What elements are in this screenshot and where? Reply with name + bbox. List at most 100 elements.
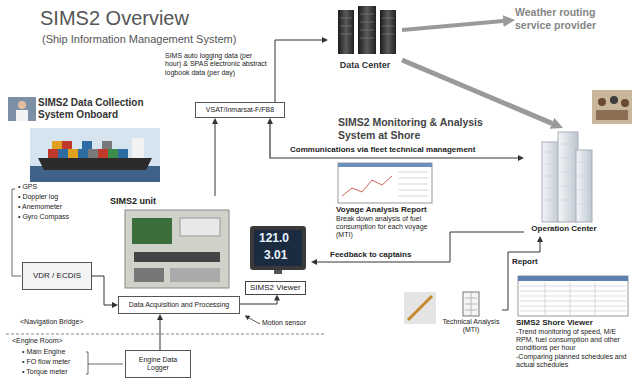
- voyage-report-screenshot: [338, 163, 432, 203]
- sensor-label: Motion sensor: [262, 319, 306, 327]
- server-rack-icon: [340, 14, 394, 38]
- process-box: VDR / ECDIS: [22, 262, 92, 290]
- voyage-report-screenshot: [338, 163, 432, 167]
- unit-board-photo: [170, 268, 220, 282]
- office-building-icon: [544, 144, 590, 204]
- shore-viewer-screenshot: [518, 276, 628, 316]
- meeting-photo: [592, 90, 632, 124]
- analysis-center: Technical Analysis (MTI): [440, 288, 502, 336]
- office-building-icon: [542, 142, 560, 222]
- data-center: Data Center: [328, 4, 402, 71]
- engine-item: • Main Engine: [22, 348, 65, 356]
- panel-heading: SIMS2 Data Collection System Onboard: [38, 97, 168, 121]
- server-rack-icon: [380, 10, 396, 54]
- office-building-icon: [558, 132, 578, 222]
- unit-board-photo: [132, 218, 172, 244]
- pencil-photo: [408, 296, 432, 320]
- meeting-photo: [592, 90, 632, 124]
- node-body: Break down analysis of fuel consumption …: [336, 215, 444, 240]
- connector-label: SIMS auto logging data (per hour) & SPAS…: [165, 52, 270, 77]
- container-ship-photo: [62, 141, 72, 149]
- unit-board-photo: [180, 218, 220, 236]
- container-ship-photo: [38, 158, 152, 170]
- container-ship-photo: [108, 149, 118, 158]
- connector-label: Communications via fleet technical manag…: [290, 145, 520, 155]
- comm-box: VSAT/Inmarsat-F/FB8: [195, 102, 285, 118]
- container-ship-photo: [30, 128, 160, 182]
- node-body: -Trend monitoring of speed, M/E RPM, fue…: [516, 328, 632, 353]
- connector-arrow: [275, 40, 322, 102]
- engine-item: • FO flow meter: [22, 358, 70, 366]
- viewer-monitor: [254, 230, 302, 266]
- subtitle: (Ship Information Management System): [42, 33, 236, 46]
- motion-sensor-arrow: [249, 318, 260, 324]
- meeting-photo: [598, 98, 606, 106]
- container-ship-photo: [118, 149, 128, 158]
- service-provider: Weather routing service provider: [515, 6, 633, 34]
- server-rack-icon: [338, 6, 396, 54]
- crew-photo: [16, 110, 28, 121]
- node-title: SIMS2 unit: [110, 196, 232, 207]
- operation-center: Operation Center: [524, 128, 604, 236]
- container-ship-photo: [102, 141, 112, 149]
- panel-heading: SIMS2 Monitoring & Analysis System at Sh…: [338, 116, 488, 141]
- node-title: Operation Center: [524, 224, 604, 234]
- node-title: VDR / ECDIS: [33, 271, 81, 281]
- motion-sensor-arrow: [249, 318, 260, 324]
- analysis-building-icon: [463, 292, 479, 316]
- meeting-photo: [596, 110, 628, 120]
- unit-board-photo: [134, 268, 164, 282]
- process-box: Engine Data Logger: [125, 350, 191, 378]
- data-flow-arrow: [402, 21, 503, 30]
- node-title: SIMS2 Shore Viewer: [516, 318, 632, 328]
- crew-photo: [8, 97, 36, 121]
- screen-reading: 121.0: [259, 231, 289, 245]
- node-title: Data Center: [328, 60, 402, 71]
- voyage-report-screenshot: [338, 163, 432, 203]
- sensor-bracket: [12, 189, 21, 276]
- unit-board-photo: [125, 210, 229, 288]
- analysis-building-icon: [463, 292, 479, 316]
- crew-photo: [8, 97, 36, 121]
- viewer-monitor: [274, 270, 282, 274]
- shore-viewer-screenshot: [518, 276, 628, 281]
- container-ship-photo: [30, 128, 160, 182]
- sensor-item: • Gyro Compass: [18, 213, 69, 221]
- sensor-item: • Anemometer: [18, 203, 62, 211]
- viewer-figure: SIMS2 Shore Viewer-Trend monitoring of s…: [516, 274, 632, 374]
- container-ship-photo: [52, 141, 62, 149]
- sensor-item: • Doppler log: [18, 193, 58, 201]
- area-label: <Engine Room>: [12, 337, 63, 345]
- diagram-title: SIMS2 Overview: [40, 6, 189, 30]
- analysis-building-icon: [465, 292, 477, 316]
- viewer-monitor: [250, 226, 306, 270]
- pencil-photo: [404, 292, 436, 324]
- container-ship-photo: [98, 149, 108, 158]
- screen-reading: 3.01: [264, 248, 287, 262]
- unit-board-photo: [125, 210, 229, 288]
- engine-bracket: [86, 352, 123, 374]
- container-ship-photo: [78, 149, 88, 158]
- shore-viewer-screenshot: [520, 282, 626, 315]
- container-ship-photo: [88, 149, 98, 158]
- unit-board-photo: [134, 252, 220, 262]
- node-title: Data Acquisition and Processing: [129, 301, 229, 309]
- server-rack-icon: [338, 10, 354, 54]
- container-ship-photo: [68, 149, 78, 158]
- node-title: Engine Data Logger: [129, 356, 187, 373]
- connector-arrow: [240, 301, 277, 304]
- connector-arrow: [502, 242, 540, 310]
- area-label: <Navigation Bridge>: [20, 318, 83, 326]
- pencil-photo: [404, 292, 436, 324]
- voyage-report-screenshot: [398, 172, 428, 196]
- report-figure: Voyage Analysis ReportBreak down analysi…: [336, 160, 444, 244]
- engine-item: • Torque meter: [22, 368, 68, 376]
- sensor-bracket: [12, 189, 21, 276]
- hardware-unit: SIMS2 unit: [110, 196, 232, 290]
- connector-label: Feedback to captains: [330, 250, 442, 260]
- container-ship-photo: [48, 149, 58, 158]
- shore-viewer-screenshot: [518, 276, 628, 316]
